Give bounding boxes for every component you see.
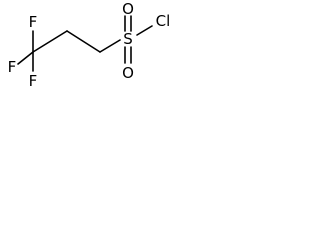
bond-s-cl [136,25,153,36]
bond-cf3-ch2 [32,30,68,53]
chemical-structure-diagram: F F F S O O Cl [8,0,171,90]
bond-cf3-f-left [17,51,34,65]
atom-f-left: F [8,58,17,76]
atom-cl: Cl [156,12,171,30]
atom-f-bottom: F [29,72,38,90]
bond-ch2-ch2 [66,30,101,53]
atom-o-top: O [122,0,134,18]
atom-o-bottom: O [122,64,134,82]
bond-ch2-s [99,39,121,53]
atom-f-top: F [29,13,38,31]
atom-s: S [123,30,133,48]
